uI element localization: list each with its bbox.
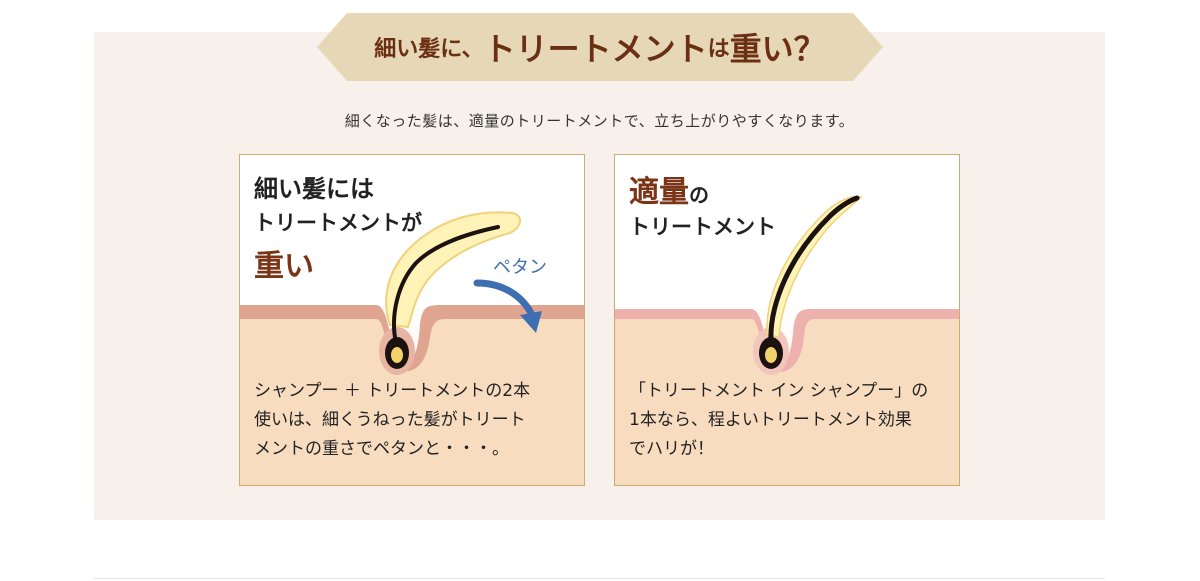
left-description-line: 使いは、細くうねった髪がトリート (254, 410, 526, 430)
right-heading-line2: トリートメント (629, 214, 776, 239)
right-heading-emphasis: 適量 (629, 175, 689, 210)
right-panel-description: 「トリートメント イン シャンプー」の 1本なら、程よいトリートメント効果 でハ… (629, 377, 949, 464)
right-heading-line1: 適量の (629, 167, 709, 211)
left-description-line: シャンプー ＋ トリートメントの2本 (254, 381, 531, 401)
bottom-divider (94, 578, 1105, 579)
panel-right-amount: 適量の トリートメント 「トリートメント イン シャンプー」の 1本なら、程よい… (614, 154, 960, 486)
banner-title: 細い髪に、トリートメントは重い？ (317, 13, 883, 81)
banner-shape (317, 13, 883, 81)
right-heading-suffix: の (689, 183, 709, 207)
right-description-line: 1本なら、程よいトリートメント効果 (629, 410, 912, 430)
hair-heavy-illustration (240, 211, 584, 485)
right-description-line: 「トリートメント イン シャンプー」の (629, 381, 929, 401)
banner-title-part4: 重い？ (729, 30, 826, 68)
right-description-line: でハリが！ (629, 439, 714, 459)
left-heading-emphasis: 重い (254, 249, 314, 284)
panel-heavy-treatment: 細い髪には トリートメントが 重い ペタン シャンプー ＋ トリートメントの2本… (239, 154, 585, 486)
left-heading-line1: 細い髪には (254, 174, 374, 203)
banner-title-part3: は (707, 36, 730, 62)
banner-title-part1: 細い髪に、 (374, 36, 484, 62)
banner-title-part2: トリートメント (483, 30, 708, 68)
arrow-label-petan: ペタン (493, 257, 547, 278)
title-banner: 細い髪に、トリートメントは重い？ (317, 13, 883, 81)
subtitle: 細くなった髪は、適量のトリートメントで、立ち上がりやすくなります。 (344, 112, 855, 130)
left-panel-description: シャンプー ＋ トリートメントの2本 使いは、細くうねった髪がトリート メントの… (254, 377, 574, 464)
left-heading-line2: トリートメントが (254, 210, 422, 235)
hair-light-illustration (615, 195, 959, 485)
left-description-line: メントの重さでペタンと・・・。 (254, 439, 509, 459)
